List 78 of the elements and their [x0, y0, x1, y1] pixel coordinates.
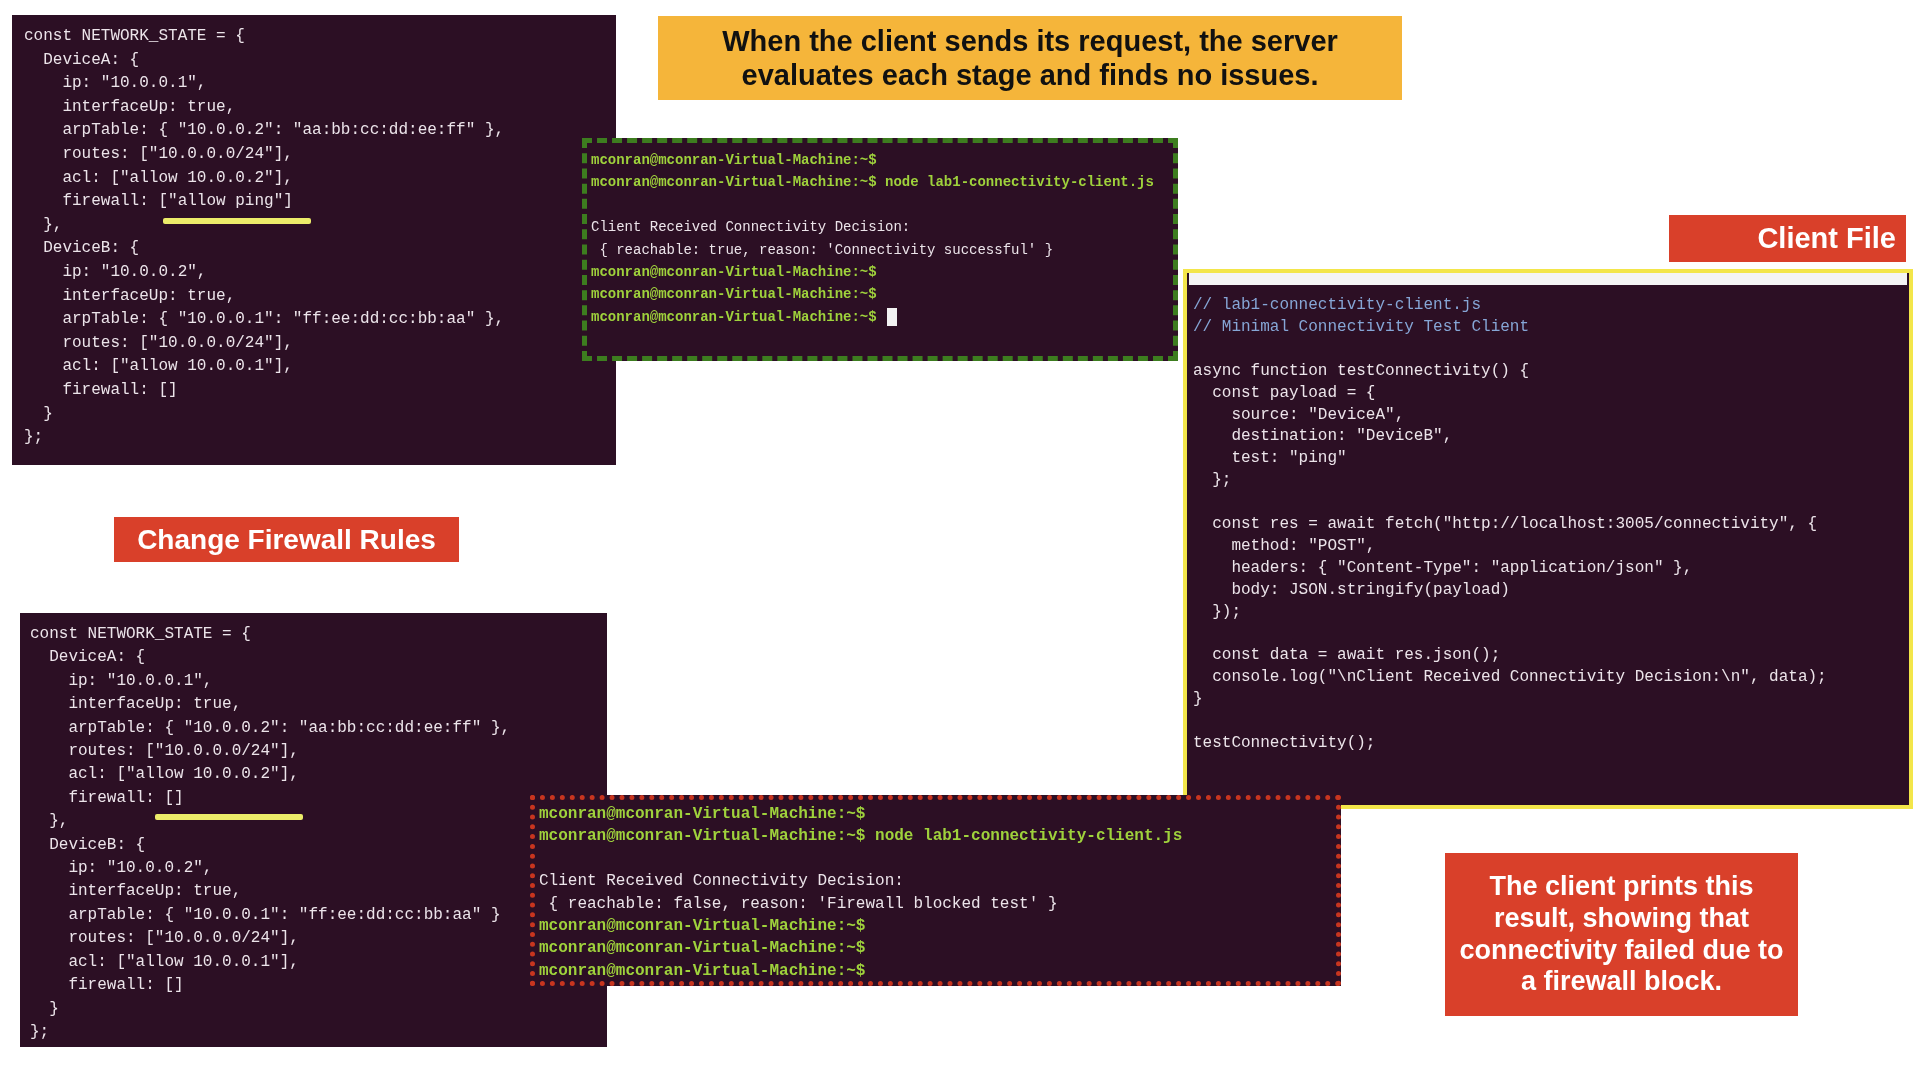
code-line: DeviceA: {	[49, 648, 146, 667]
callout-text: The client prints this result, showing that connectivity failed due to a firewall block.	[1458, 870, 1785, 999]
code-line: };	[30, 1022, 50, 1041]
code-editor-panel	[1183, 269, 1913, 809]
code-line: routes: ["10.0.0.0/24"],	[68, 929, 299, 948]
terminal-window	[530, 795, 1341, 986]
code-line: acl: ["allow 10.0.0.2"],	[68, 765, 299, 784]
terminal-line: mconran@mconran-Virtual-Machine:~$ node lab1-connectivity-client.js	[539, 827, 1183, 846]
code-line: testConnectivity();	[1193, 734, 1376, 753]
terminal-line: { reachable: false, reason: 'Firewall blocked test' }	[548, 894, 1058, 913]
code-line: ip: "10.0.0.1",	[68, 671, 213, 690]
code-line: console.log("\nClient Received Connectivity Decision:\n", data);	[1212, 668, 1827, 687]
code-line: interfaceUp: true,	[62, 97, 236, 116]
code-line: const res = await fetch("http://localhost:3005/connectivity", {	[1212, 515, 1818, 534]
callout-text: When the client sends its request, the server evaluates each stage and finds no issues.	[721, 23, 1339, 93]
code-line: test: "ping"	[1231, 449, 1347, 468]
code-line: };	[1212, 471, 1232, 490]
code-line: // lab1-connectivity-client.js	[1193, 296, 1482, 314]
code-line: routes: ["10.0.0.0/24"],	[68, 742, 299, 761]
terminal-line: Client Received Connectivity Decision:	[539, 872, 904, 891]
code-line: firewall: []	[68, 788, 184, 807]
code-line: const NETWORK_STATE = {	[30, 625, 251, 643]
terminal-line: mconran@mconran-Virtual-Machine:~$	[591, 308, 877, 325]
code-line: source: "DeviceA",	[1231, 405, 1405, 424]
code-line: }	[43, 404, 53, 423]
code-line: arpTable: { "10.0.0.1": "ff:ee:dd:cc:bb:aa" },	[62, 310, 505, 329]
code-line: // Minimal Connectivity Test Client	[1193, 317, 1530, 336]
code-line: interfaceUp: true,	[68, 695, 242, 714]
callout-text: Client File	[1757, 221, 1896, 256]
callout-box	[658, 16, 1402, 100]
code-line: body: JSON.stringify(payload)	[1231, 580, 1510, 599]
code-line: };	[24, 428, 44, 447]
code-line: ip: "10.0.0.1",	[62, 74, 207, 93]
terminal-line: mconran@mconran-Virtual-Machine:~$	[591, 152, 877, 168]
code-line: const data = await res.json();	[1212, 646, 1501, 665]
code-line: },	[43, 215, 63, 234]
code-line: method: "POST",	[1231, 536, 1376, 555]
terminal-line: mconran@mconran-Virtual-Machine:~$	[591, 264, 877, 280]
code-line: ip: "10.0.0.2",	[62, 262, 207, 281]
code-line: }	[1193, 690, 1203, 709]
code-line: firewall: []	[62, 380, 178, 399]
code-line: DeviceA: {	[43, 50, 140, 69]
code-line: interfaceUp: true,	[68, 882, 242, 901]
callout-box	[1445, 853, 1798, 1016]
code-line: routes: ["10.0.0.0/24"],	[62, 144, 293, 163]
code-line: arpTable: { "10.0.0.2": "aa:bb:cc:dd:ee:ff" },	[68, 718, 511, 737]
code-line: firewall: ["allow ping"]	[62, 192, 293, 211]
code-line: },	[49, 812, 69, 831]
code-line: headers: { "Content-Type": "application/json" },	[1231, 558, 1693, 577]
code-line: arpTable: { "10.0.0.2": "aa:bb:cc:dd:ee:ff" },	[62, 121, 505, 140]
code-line: routes: ["10.0.0.0/24"],	[62, 333, 293, 352]
code-line: });	[1212, 602, 1241, 621]
code-line: async function testConnectivity() {	[1193, 361, 1530, 380]
terminal-line: mconran@mconran-Virtual-Machine:~$	[539, 917, 866, 935]
code-line: interfaceUp: true,	[62, 286, 236, 305]
code-line: const NETWORK_STATE = {	[24, 27, 245, 45]
terminal-window	[582, 138, 1178, 361]
code-line: firewall: []	[68, 976, 184, 995]
callout-box	[1669, 215, 1906, 262]
code-line: destination: "DeviceB",	[1231, 427, 1453, 446]
callout-box	[114, 517, 459, 562]
code-line: const payload = {	[1212, 383, 1376, 402]
terminal-line: mconran@mconran-Virtual-Machine:~$	[591, 286, 877, 303]
terminal-line: mconran@mconran-Virtual-Machine:~$	[539, 961, 866, 980]
terminal-line: mconran@mconran-Virtual-Machine:~$	[539, 939, 866, 958]
code-line: acl: ["allow 10.0.0.1"],	[68, 952, 299, 971]
code-line: acl: ["allow 10.0.0.2"],	[62, 168, 293, 187]
terminal-line: mconran@mconran-Virtual-Machine:~$	[539, 805, 866, 823]
terminal-line: { reachable: true, reason: 'Connectivity successful' }	[599, 241, 1054, 258]
code-line: ip: "10.0.0.2",	[68, 859, 213, 878]
terminal-line: Client Received Connectivity Decision:	[591, 219, 911, 236]
code-line: }	[49, 999, 59, 1018]
code-line: acl: ["allow 10.0.0.1"],	[62, 357, 293, 376]
callout-text: Change Firewall Rules	[137, 523, 436, 556]
terminal-line: mconran@mconran-Virtual-Machine:~$ node lab1-connectivity-client.js	[591, 174, 1154, 191]
code-line: DeviceB: {	[49, 835, 146, 854]
code-line: DeviceB: {	[43, 239, 140, 258]
code-line: arpTable: { "10.0.0.1": "ff:ee:dd:cc:bb:aa" }	[68, 905, 501, 924]
